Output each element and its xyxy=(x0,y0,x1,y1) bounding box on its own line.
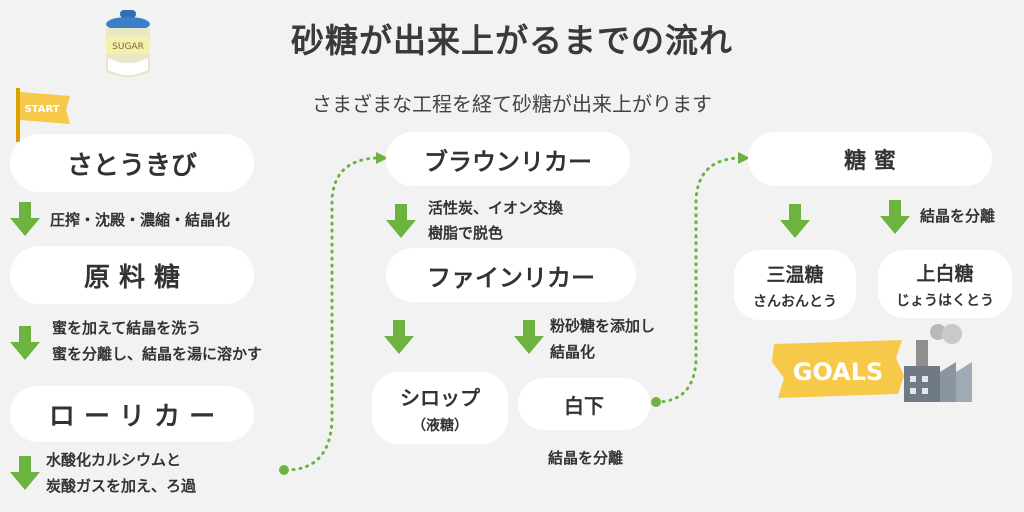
step-label: 樹脂で脱色 xyxy=(428,224,504,242)
step-label: 活性炭、イオン交換 xyxy=(428,199,564,217)
node-genryoutou: 原 料 糖 xyxy=(10,246,254,304)
node-fine-liquor: ファインリカー xyxy=(386,248,636,302)
node-sanontou-label: 三温糖 xyxy=(766,263,824,286)
down-arrow-icon xyxy=(780,204,810,238)
node-rorika: ロ ー リ カ ー xyxy=(10,386,254,442)
connector-arrowhead xyxy=(738,152,750,164)
down-arrow-icon xyxy=(384,320,414,354)
down-arrow-icon xyxy=(880,200,910,234)
connector-dot xyxy=(279,465,289,475)
step-label: 蜜を分離し、結晶を湯に溶かす xyxy=(52,345,263,363)
node-satoukibi: さとうきび xyxy=(10,134,254,192)
node-syrup-label: シロップ xyxy=(400,385,480,410)
node-shiroshita: 白下 xyxy=(518,378,650,430)
node-syrup-sub: （液糖） xyxy=(412,417,468,434)
goals-label: GOALS xyxy=(793,358,884,386)
page-subtitle: さまざまな工程を経て砂糖が出来上がります xyxy=(312,92,712,116)
jar-label: SUGAR xyxy=(112,42,144,52)
step-label: 蜜を加えて結晶を洗う xyxy=(52,319,202,337)
down-arrow-icon xyxy=(386,204,416,238)
node-sanontou-reading: さんおんとう xyxy=(753,293,837,310)
node-jouhakutou: 上白糖 じょうはくとう xyxy=(878,250,1012,318)
connector-rorika-to-brown xyxy=(284,156,378,472)
down-arrow-icon xyxy=(514,320,544,354)
sugar-jar-icon: SUGAR xyxy=(106,10,150,77)
down-arrow-icon xyxy=(10,456,40,490)
step-label: 結晶化 xyxy=(550,343,596,361)
goals-factory-illustration: GOALS xyxy=(772,324,972,402)
node-sanontou: 三温糖 さんおんとう xyxy=(734,250,856,320)
node-toumitsu: 糖 蜜 xyxy=(748,132,992,186)
step-label: 結晶を分離 xyxy=(920,207,996,225)
connector-shiroshita-to-toumitsu xyxy=(654,156,740,404)
goals-banner xyxy=(772,340,904,398)
node-jouhakutou-reading: じょうはくとう xyxy=(896,292,994,309)
node-brown-liquor: ブラウンリカー xyxy=(386,132,630,186)
node-syrup: シロップ （液糖） xyxy=(372,372,508,444)
down-arrow-icon xyxy=(10,202,40,236)
step-label: 圧搾・沈殿・濃縮・結晶化 xyxy=(50,211,231,229)
start-label: START xyxy=(24,104,59,115)
down-arrow-icon xyxy=(10,326,40,360)
page-title: 砂糖が出来上がるまでの流れ xyxy=(291,21,733,60)
start-flag-icon: START xyxy=(16,88,70,142)
connector-dot xyxy=(651,397,661,407)
step-label: 水酸化カルシウムと xyxy=(46,451,182,469)
node-jouhakutou-label: 上白糖 xyxy=(916,262,974,285)
step-label: 結晶を分離 xyxy=(548,449,624,467)
step-label: 粉砂糖を添加し xyxy=(550,317,656,335)
connector-arrowhead xyxy=(376,152,388,164)
step-label: 炭酸ガスを加え、ろ過 xyxy=(46,477,197,495)
